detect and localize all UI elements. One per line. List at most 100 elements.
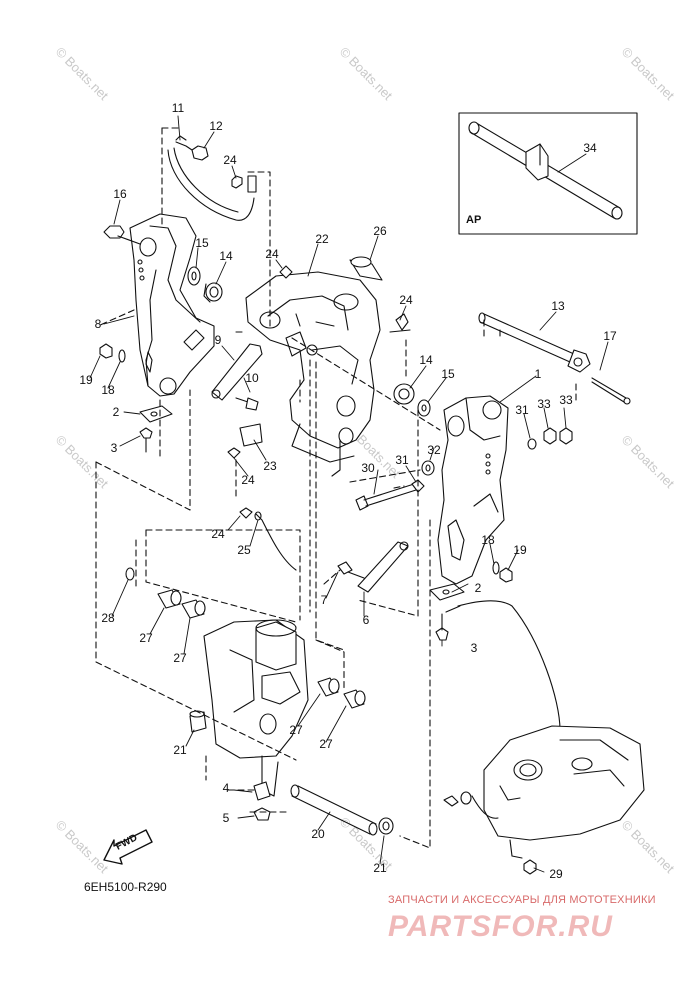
washer-32: [421, 460, 435, 476]
part-number-label: 20: [311, 827, 325, 841]
screw-24-top: [231, 175, 243, 189]
diagram-code: 6EH5100-R290: [84, 880, 167, 894]
stopper-plate-2-left: [139, 405, 173, 423]
bushing-27c: [317, 677, 340, 697]
part-number-label: 24: [223, 153, 237, 167]
part-number-label: 18: [101, 383, 115, 397]
nut-33b: [559, 427, 573, 445]
leader-lines: [89, 115, 609, 873]
grease-nipple-24: [389, 313, 411, 333]
part-number-label: 8: [94, 317, 102, 331]
washer-18-right: [492, 561, 500, 575]
part-number-label: 14: [219, 249, 233, 263]
washer-15-right: [417, 399, 431, 417]
screw-24-clip: [227, 447, 241, 459]
grease-nipple-24-top: [279, 265, 293, 279]
part-number-label: 6: [362, 613, 370, 627]
part-number-label: 27: [289, 723, 303, 737]
part-number-label: 22: [315, 232, 329, 246]
lower-casing: [483, 725, 645, 859]
bolt-30: [355, 483, 417, 511]
part-number-label: 16: [113, 187, 127, 201]
part-number-label: 27: [139, 631, 153, 645]
fwd-arrow-icon: [103, 829, 153, 865]
part-number-label: 12: [209, 119, 223, 133]
washer-18-left: [118, 349, 126, 363]
bolt-7: [337, 561, 365, 579]
part-number-label: 14: [419, 353, 433, 367]
bolt-19-left: [99, 343, 113, 359]
collar-4: [253, 781, 271, 801]
part-number-label: 10: [245, 371, 259, 385]
bushing-14-right: [393, 383, 415, 405]
part-number-label: 19: [79, 373, 93, 387]
bushing-14-left: [203, 282, 223, 303]
part-number-label: 24: [399, 293, 413, 307]
part-number-label: 28: [101, 611, 115, 625]
part-number-label: 13: [551, 299, 565, 313]
part-number-label: 15: [441, 367, 455, 381]
part-number-label: 24: [265, 247, 279, 261]
lower-lead: [443, 791, 499, 819]
bushing-27a: [157, 589, 182, 609]
clamp-bolt-tube-13: [478, 312, 591, 373]
bolt-3-right: [435, 613, 449, 641]
bolt-19-right: [499, 567, 513, 583]
part-number-label: 9: [214, 333, 222, 347]
clip-28: [125, 567, 135, 581]
right-clamp-bracket: [437, 395, 509, 585]
clip-23: [239, 423, 263, 447]
bolt-16: [103, 225, 141, 245]
ground-bolt-29: [523, 859, 537, 875]
bushing-21-right: [378, 817, 394, 835]
part-number-label: 3: [470, 641, 478, 655]
shaft-20: [290, 784, 378, 836]
bolt-10: [235, 397, 259, 411]
part-number-label: 23: [263, 459, 277, 473]
reference-lines: [95, 127, 577, 849]
bolt-5: [253, 807, 271, 821]
part-number-label: 19: [513, 543, 527, 557]
part-number-label: 34: [583, 141, 597, 155]
shop-logo: PARTSFOR.RU: [388, 910, 613, 943]
part-number-label: 24: [211, 527, 225, 541]
part-number-label: 30: [361, 461, 375, 475]
part-number-label: 24: [241, 473, 255, 487]
rod-17: [591, 377, 631, 405]
screw-24-mid: [239, 507, 253, 519]
part-number-label: 33: [559, 393, 573, 407]
part-number-label: 2: [112, 405, 120, 419]
part-number-label: 32: [427, 443, 441, 457]
part-number-label: 25: [237, 543, 251, 557]
part-number-label: 18: [481, 533, 495, 547]
nut-33a: [543, 427, 557, 445]
bushing-27b: [181, 599, 206, 619]
part-number-label: 11: [171, 101, 185, 115]
bolt-3-left: [139, 427, 153, 453]
ground-lead-11: [167, 135, 257, 221]
washer-15-left: [187, 266, 201, 286]
ap-grease-nipple-pipe: [468, 121, 623, 220]
inset-label: AP: [466, 214, 482, 226]
part-number-label: 15: [195, 236, 209, 250]
link-rod-6: [357, 541, 409, 593]
bushing-21-left: [189, 710, 207, 733]
part-number-label: 2: [474, 581, 482, 595]
part-number-label: 27: [173, 651, 187, 665]
bushing-27d: [343, 689, 366, 709]
washer-31: [527, 438, 537, 450]
tilt-stop-26: [349, 256, 383, 281]
part-number-label: 5: [222, 811, 230, 825]
swivel-bracket: [245, 271, 381, 477]
part-number-label: 3: [110, 441, 118, 455]
part-number-label: 17: [603, 329, 617, 343]
part-number-label: 7: [320, 593, 328, 607]
part-number-label: 31: [515, 403, 529, 417]
stopper-plate-2-right: [429, 583, 465, 601]
part-number-label: 21: [173, 743, 187, 757]
shop-tagline: ЗАПЧАСТИ И АКСЕССУАРЫ ДЛЯ МОТОТЕХНИКИ: [388, 894, 656, 906]
bolt-12: [191, 145, 209, 161]
ground-lead-25: [254, 511, 297, 571]
